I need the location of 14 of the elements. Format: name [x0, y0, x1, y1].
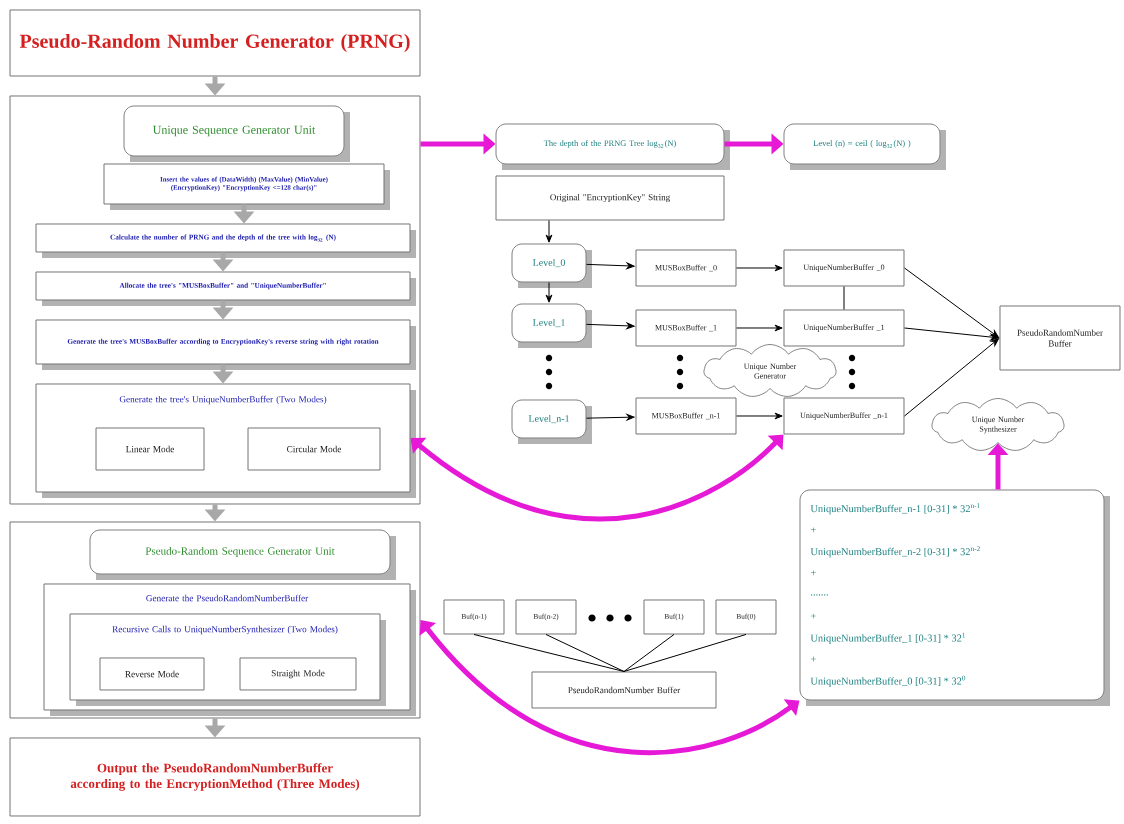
arrow: [545, 282, 553, 303]
arrow: [736, 264, 783, 272]
arrow: [904, 338, 999, 417]
arrow: [904, 327, 999, 341]
arrow: [736, 412, 783, 420]
arrow: [586, 262, 635, 270]
arrow: [736, 324, 783, 332]
arrow: [410, 434, 784, 522]
arrow: [586, 413, 635, 421]
arrow: [419, 620, 800, 755]
title-box: Pseudo-Random Number Generator (PRNG): [9, 9, 421, 77]
arrow: [545, 220, 553, 243]
arrow: [904, 267, 999, 338]
arrow: [586, 322, 635, 330]
